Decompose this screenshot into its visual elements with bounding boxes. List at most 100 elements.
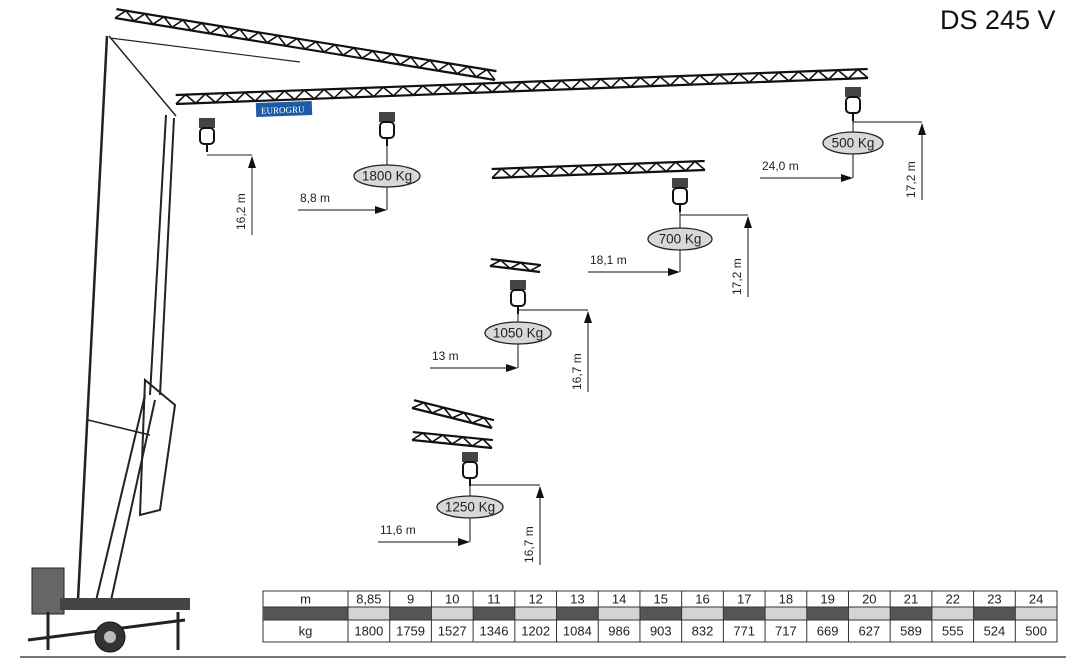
table-radius-cell: 17 (737, 592, 751, 607)
table-load-cell: 1527 (438, 624, 467, 639)
table-load-cell: 1800 (354, 624, 383, 639)
table-band-cell (598, 607, 640, 620)
table-band-cell (263, 607, 348, 620)
jib-position-18m (491, 159, 706, 180)
height-label: 17,2 m (730, 258, 744, 295)
table-load-cell: 832 (692, 624, 714, 639)
table-load-cell: 555 (942, 624, 964, 639)
table-radius-cell: 10 (445, 592, 459, 607)
table-band-cell (431, 607, 474, 620)
table-load-cell: 627 (858, 624, 880, 639)
trolley (845, 87, 861, 97)
load-table: mkg8,85180091759101527111346121202131084… (262, 590, 1058, 643)
main-jib-lacing (175, 68, 869, 105)
table-load-cell: 986 (608, 624, 630, 639)
table-radius-cell: 8,85 (356, 592, 381, 607)
table-radius-cell: 18 (779, 592, 793, 607)
table-band-cell (556, 607, 599, 620)
table-radius-cell: 11 (487, 592, 501, 607)
load-ellipse (647, 227, 713, 251)
table-band-cell (723, 607, 766, 620)
load-callout: 1800 Kg8,8 m (298, 146, 421, 214)
table-load-cell: 589 (900, 624, 922, 639)
main-jib (175, 67, 869, 106)
table-radius-cell: 13 (570, 592, 584, 607)
table-load-cell: 903 (650, 624, 672, 639)
jib-position-11m-upper (411, 399, 495, 430)
trolley (379, 112, 395, 122)
jib-tie (108, 35, 177, 117)
jib-head-13m (489, 257, 542, 274)
hook-height-label: 16,2 m (234, 193, 248, 230)
table-load-cell: 1084 (563, 624, 592, 639)
crane-structure: EUROGRU (20, 8, 1066, 658)
table-radius-cell: 16 (695, 592, 709, 607)
hook-block (510, 289, 526, 307)
height-label: 16,7 m (522, 526, 536, 563)
table-band-cell (931, 607, 974, 620)
table-load-cell: 1346 (480, 624, 509, 639)
jib-position-11m-upper-lacing (411, 401, 493, 429)
table-load-cell: 1759 (396, 624, 425, 639)
table-radius-cell: 19 (820, 592, 834, 607)
hook-block (379, 121, 395, 139)
table-header-m: m (300, 592, 311, 607)
counterweight (31, 567, 65, 615)
table-band-cell (848, 607, 891, 620)
jib-position-11m-lower (411, 430, 493, 450)
table-load-cell: 500 (1025, 624, 1047, 639)
table-load-cell: 771 (733, 624, 755, 639)
table-load-cell: 669 (817, 624, 839, 639)
table-band-cell (514, 607, 557, 620)
table-band-cell (806, 607, 849, 620)
trolley-hook (199, 118, 215, 152)
wheel-hub (104, 631, 116, 643)
trolley (510, 280, 526, 290)
tower-base-frame (138, 377, 177, 517)
jib-position-11m-lower-chord (412, 430, 493, 442)
main-jib-chord (175, 76, 869, 106)
trolley (672, 178, 688, 188)
table-radius-cell: 9 (407, 592, 414, 607)
load-callout: 1250 Kg 11,6 m 16,7 m (378, 484, 544, 565)
radius-label: 13 m (432, 349, 459, 363)
table-band-cell (639, 607, 682, 620)
radius-label: 8,8 m (300, 191, 330, 205)
load-value: 1250 Kg (445, 500, 495, 515)
trolley-hook (462, 452, 478, 486)
table-band-cell (473, 607, 515, 620)
load-ellipse (822, 131, 884, 155)
table-radius-cell: 12 (528, 592, 542, 607)
folded-jib (114, 8, 497, 82)
jib-position-11m-upper-chord (413, 399, 495, 422)
table-radius-cell: 15 (654, 592, 668, 607)
folded-jib-chord (116, 8, 497, 73)
table-band-cell (681, 607, 724, 620)
table-band-cell (1015, 607, 1057, 620)
jib-head-13m-chord (490, 257, 541, 267)
chassis (60, 598, 190, 610)
table-radius-cell: 23 (987, 592, 1001, 607)
trolley-hook (845, 87, 861, 121)
jib-position-11m-lower-lacing (411, 432, 493, 449)
load-ellipse (436, 495, 504, 519)
table-load-cell: 524 (984, 624, 1006, 639)
upper-tie (109, 37, 301, 63)
table-radius-cell: 24 (1029, 592, 1043, 607)
table-load-cell: 717 (775, 624, 797, 639)
tower-section (149, 114, 167, 396)
hook-block (462, 461, 478, 479)
trolley (462, 452, 478, 462)
trolley-hook (510, 280, 526, 314)
jib-head-13m-chord (489, 264, 541, 274)
folded-jib-lacing (114, 9, 496, 81)
radius-label: 11,6 m (380, 523, 416, 537)
trolley-hook (379, 112, 395, 146)
jib-position-18m-lacing (491, 160, 706, 179)
height-label: 16,7 m (570, 353, 584, 390)
brand-logo: EUROGRU (261, 104, 305, 116)
table-radius-cell: 22 (946, 592, 960, 607)
table-band-cell (389, 607, 432, 620)
jib-head-13m-lacing (489, 259, 542, 272)
